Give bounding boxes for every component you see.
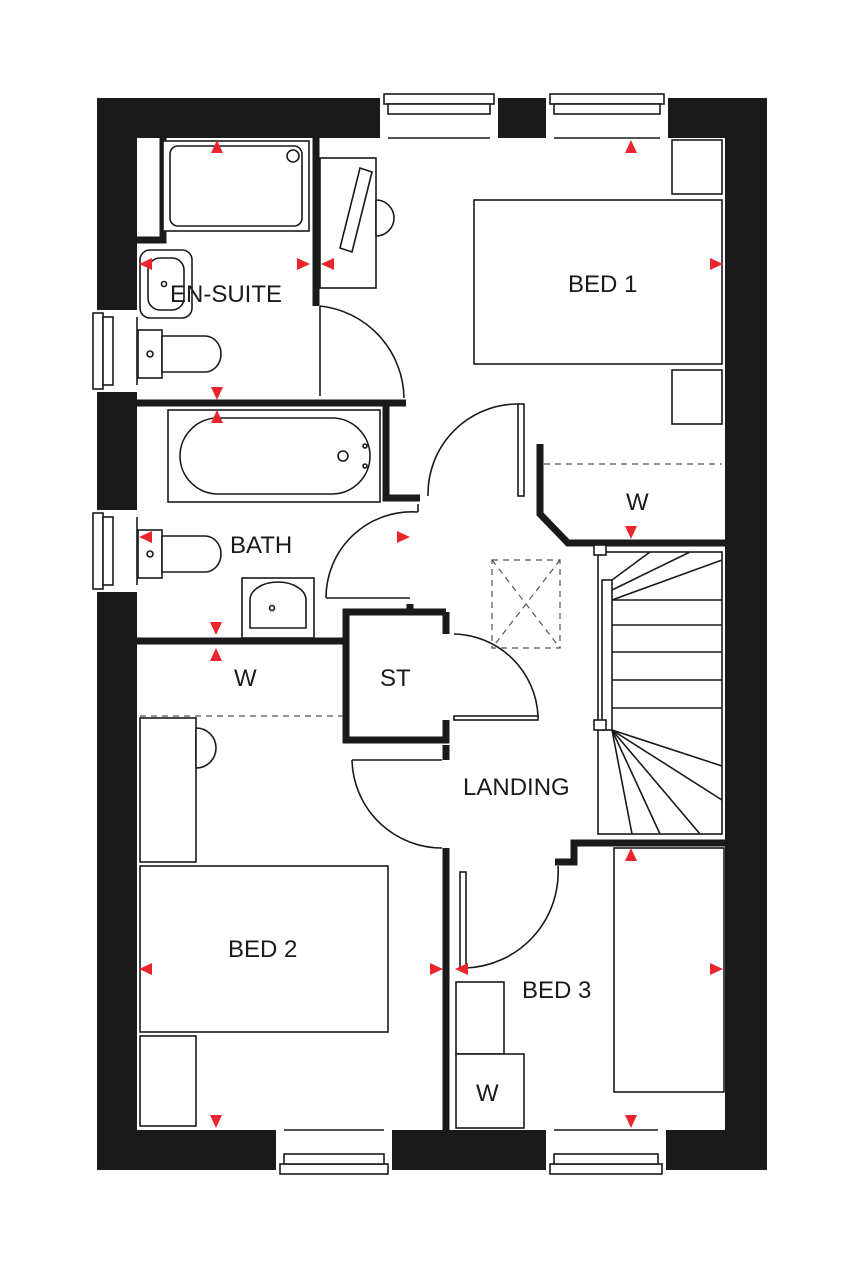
marker-left-icon bbox=[139, 963, 152, 975]
marker-left-icon bbox=[455, 963, 468, 975]
internal-walls bbox=[137, 138, 725, 1130]
marker-up-icon bbox=[625, 140, 637, 153]
marker-left-icon bbox=[139, 258, 152, 270]
window-left-bath bbox=[92, 510, 142, 592]
loft-hatch bbox=[491, 559, 561, 649]
marker-up-icon bbox=[211, 410, 223, 423]
window-left-ensuite bbox=[92, 310, 142, 392]
marker-right-icon bbox=[710, 963, 723, 975]
label-landing: LANDING bbox=[463, 774, 570, 801]
label-store: ST bbox=[380, 665, 411, 692]
marker-right-icon bbox=[397, 531, 410, 543]
dimension-markers bbox=[139, 140, 723, 1128]
label-bed3: BED 3 bbox=[522, 977, 591, 1004]
marker-up-icon bbox=[211, 140, 223, 153]
window-top-right bbox=[546, 92, 668, 142]
marker-left-icon bbox=[139, 531, 152, 543]
marker-down-icon bbox=[210, 622, 222, 635]
label-bed2: BED 2 bbox=[228, 936, 297, 963]
window-bottom-left bbox=[276, 1126, 392, 1176]
marker-up-icon bbox=[210, 648, 222, 661]
marker-right-icon bbox=[297, 258, 310, 270]
label-wardrobe-bed2: W bbox=[234, 665, 257, 692]
marker-left-icon bbox=[321, 258, 334, 270]
windows bbox=[92, 92, 668, 1176]
marker-down-icon bbox=[210, 1115, 222, 1128]
marker-down-icon bbox=[211, 387, 223, 400]
staircase bbox=[593, 544, 723, 835]
doors bbox=[319, 305, 559, 969]
room-labels: EN-SUITE BED 1 BATH W W ST LANDING BED 2… bbox=[170, 271, 649, 1107]
marker-down-icon bbox=[625, 526, 637, 539]
label-bed1: BED 1 bbox=[568, 271, 637, 298]
label-ensuite: EN-SUITE bbox=[170, 281, 282, 308]
marker-down-icon bbox=[625, 1115, 637, 1128]
marker-right-icon bbox=[710, 258, 723, 270]
window-bottom-right bbox=[546, 1126, 666, 1176]
label-wardrobe-bed1: W bbox=[626, 489, 649, 516]
window-top-left bbox=[380, 92, 498, 142]
marker-right-icon bbox=[430, 963, 443, 975]
label-wardrobe-bed3: W bbox=[476, 1080, 499, 1107]
marker-up-icon bbox=[625, 848, 637, 861]
label-bath: BATH bbox=[230, 532, 292, 559]
